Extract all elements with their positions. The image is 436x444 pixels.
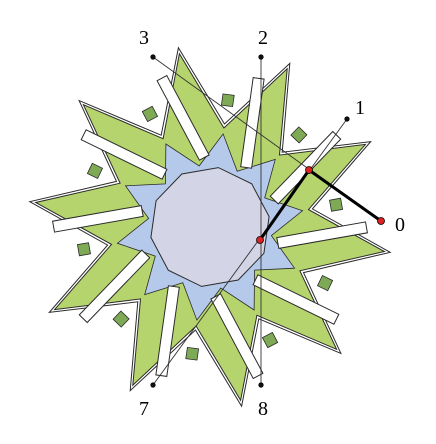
interlace-strap xyxy=(80,129,168,180)
vertex-label-8: 8 xyxy=(258,398,268,420)
vertex-markers xyxy=(150,54,385,388)
dark-green-square xyxy=(112,310,130,328)
dark-green-square xyxy=(316,274,334,292)
construction-line-1-7 xyxy=(152,118,348,386)
vertex-label-3: 3 xyxy=(139,27,149,49)
interlaced-bands xyxy=(28,46,392,408)
dark-green-square xyxy=(86,162,104,180)
vertex-marker-2 xyxy=(258,54,264,60)
interlace-strap xyxy=(52,205,144,233)
vertex-labels: 0 1 2 3 7 8 xyxy=(139,27,405,420)
dark-green-square xyxy=(220,93,235,108)
highlighted-segments xyxy=(258,168,383,242)
dark-green-square xyxy=(185,346,200,361)
vertex-marker-8 xyxy=(258,382,264,388)
interlace-strap xyxy=(156,74,210,161)
interlace-strap xyxy=(276,221,368,249)
vertex-label-7: 7 xyxy=(139,398,149,420)
highlight-segment-a xyxy=(307,168,383,223)
dark-green-square xyxy=(141,105,159,123)
vertex-label-2: 2 xyxy=(258,27,268,49)
intersection-marker-lower xyxy=(256,236,264,244)
dark-green-square xyxy=(329,197,344,212)
interlace-strap xyxy=(252,274,340,325)
interlace-strap xyxy=(269,130,342,205)
interlace-strap xyxy=(210,293,264,380)
dark-green-square xyxy=(261,331,279,349)
vertex-label-0: 0 xyxy=(395,214,405,236)
dark-green-square xyxy=(76,242,91,257)
vertex-marker-1 xyxy=(344,116,350,122)
vertex-label-1: 1 xyxy=(355,97,365,119)
vertex-marker-7 xyxy=(150,382,156,388)
center-decagon xyxy=(150,167,270,287)
intersection-marker-upper xyxy=(305,166,313,174)
interlace-strap xyxy=(240,77,265,169)
dark-green-squares xyxy=(76,93,344,361)
interlace-strap xyxy=(155,285,180,377)
highlight-segment-b xyxy=(258,168,311,242)
dark-green-square xyxy=(290,126,308,144)
vertex-marker-3 xyxy=(150,54,156,60)
center-polygon xyxy=(150,167,270,287)
vertex-marker-0 xyxy=(377,217,385,225)
interlace-strap xyxy=(78,249,151,324)
star-outer-band xyxy=(28,46,392,408)
